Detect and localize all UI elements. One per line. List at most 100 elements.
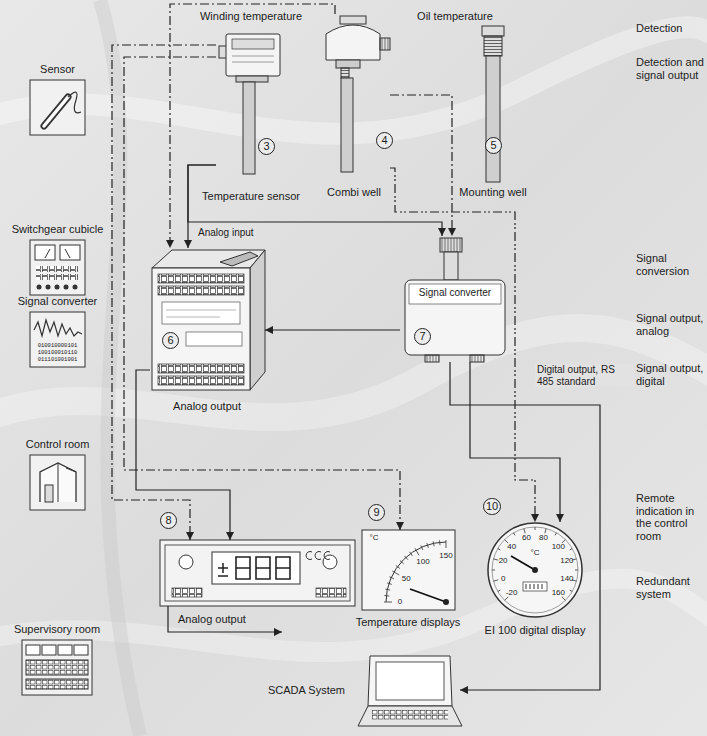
supervisory-room-icon-part: [26, 645, 40, 655]
analog-converter-drawing-part: [220, 252, 258, 266]
sensor-icon-part: [44, 97, 68, 126]
round-dial-drawing-part: [488, 523, 582, 617]
dial-tick-part: [392, 571, 399, 575]
dial-tick-part: [562, 597, 566, 601]
device-caption: Analog output: [178, 613, 246, 626]
round-dial-drawing-part: [526, 584, 542, 589]
temperature-sensor-drawing: [219, 34, 280, 174]
icon-heading: Control room: [26, 438, 90, 451]
switchgear-icon: [30, 240, 85, 295]
digital-indicator-drawing-part: [168, 606, 282, 632]
computer-device: SCADA System: [360, 652, 460, 728]
device-caption: Mounting well: [459, 186, 526, 199]
dial-tick-part: [405, 556, 408, 560]
dial-tick-part: [410, 552, 413, 556]
digital-indicator-drawing-part: [165, 545, 350, 601]
supervisory-room-icon-part: [74, 645, 88, 655]
stage-label: Redundant system: [636, 575, 704, 600]
switchgear-icon-part: [60, 245, 80, 260]
temperature-sensor-drawing-part: [243, 82, 255, 174]
laptop-drawing-part: [358, 706, 462, 726]
analog-dial-drawing-part: [410, 589, 446, 602]
digital-indicator-drawing-part: [212, 552, 300, 584]
signal-wire: [124, 57, 400, 530]
round-dial-drawing-part: [492, 527, 578, 613]
dial-tick-part: [514, 533, 516, 536]
icon-box: Supervisory room: [22, 640, 92, 695]
switchgear-icon-part: [36, 274, 78, 280]
display-device: 9Temperature displays: [362, 530, 455, 610]
supervisory-room-icon-part: [26, 660, 88, 675]
laptop-drawing-part: [372, 710, 448, 720]
sensor-icon-part: [44, 97, 68, 126]
dial-number: °C: [531, 549, 540, 557]
icon-box: Switchgear cubicle: [30, 240, 85, 295]
box-text: Signal converter: [419, 287, 491, 299]
signal-wire: [390, 168, 535, 522]
mounting-well-drawing: [482, 26, 504, 182]
wire-label: Analog input: [196, 227, 256, 239]
dial-tick-part: [493, 559, 498, 560]
combi-well-drawing-part: [341, 68, 349, 78]
binary-text: 010010000101: [38, 343, 78, 349]
dial-tick-part: [400, 561, 404, 564]
dial-tick-part: [555, 533, 557, 536]
stage-label: Signal output, digital: [636, 362, 704, 387]
switchgear-icon-part: [65, 249, 70, 258]
icon-heading: Signal converter: [18, 295, 98, 308]
dial-tick-part: [384, 602, 392, 603]
signal-converter-drawing-part: [425, 355, 439, 362]
dial-tick-part: [427, 543, 429, 548]
analog-converter-drawing-part: [158, 274, 244, 283]
round-dial-drawing-part: [532, 567, 538, 573]
analog-dial-drawing-part: [386, 542, 446, 602]
sensor-icon-part: [68, 92, 81, 113]
digital-indicator-drawing: [160, 540, 355, 632]
sensor-icon-part: [30, 80, 85, 135]
switchgear-icon-part: [45, 249, 50, 258]
switchgear-icon-part: [64, 285, 69, 290]
supervisory-room-icon: [22, 640, 92, 695]
analog-dial-drawing: [362, 530, 455, 610]
control-room-icon-part: [30, 455, 85, 510]
dial-tick: [492, 527, 578, 600]
digital-indicator-drawing-part: [172, 588, 202, 597]
switchgear-icon-part: [36, 266, 78, 272]
digital-indicator-drawing-part: [160, 540, 355, 606]
combi-well-drawing: [326, 16, 390, 172]
switchgear-icon-part: [30, 240, 85, 295]
signal-wire: [265, 329, 400, 330]
dial-tick-part: [385, 589, 390, 590]
combi-well-drawing-part: [326, 25, 380, 60]
analog-converter-drawing-part: [158, 364, 244, 373]
well-device: 5Mounting well: [478, 25, 508, 183]
round-dial-drawing-part: [523, 582, 547, 591]
digital-indicator-drawing-part: [323, 555, 337, 569]
combi-well-drawing-part: [340, 16, 366, 24]
dial-tick-part: [492, 570, 495, 571]
temperature-sensor-drawing-part: [232, 39, 274, 49]
supervisory-room-icon-part: [42, 645, 56, 655]
sensor-device: 3Temperature sensor: [216, 28, 286, 176]
dial-number: 0: [398, 598, 402, 606]
analog-dial-drawing-part: [362, 530, 455, 610]
callout-number: 10: [483, 498, 501, 515]
dial-number: 150: [439, 552, 452, 560]
round-dial-drawing-part: [511, 556, 535, 570]
dial-tick-part: [396, 566, 400, 569]
dial-number: 120: [560, 557, 573, 565]
callout-number: 8: [160, 512, 177, 529]
dial-number: 80: [539, 534, 548, 542]
laptop-drawing-part: [376, 662, 444, 700]
well-device: 4Combi well: [318, 14, 390, 174]
callout-number: 6: [162, 332, 179, 349]
display-device: 8Analog output: [160, 540, 355, 606]
control-room-icon-part: [58, 463, 76, 502]
device-caption: Analog output: [173, 400, 241, 413]
mounting-well-drawing-part: [484, 36, 502, 56]
analog-converter-drawing-part: [166, 317, 220, 318]
laptop-drawing: [358, 656, 462, 726]
digital-indicator-drawing-part: [218, 563, 228, 576]
